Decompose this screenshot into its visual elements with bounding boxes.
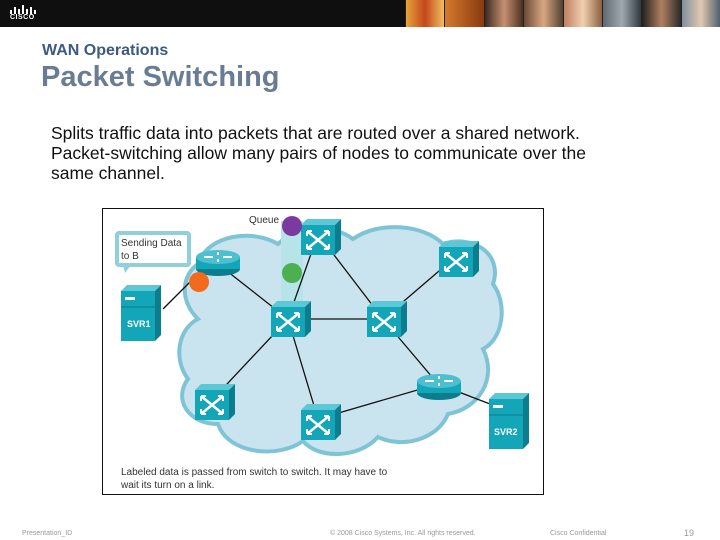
router-icon	[416, 373, 462, 401]
server-icon	[488, 392, 530, 450]
photo-tile	[562, 0, 602, 27]
footer-copyright: © 2008 Cisco Systems, Inc. All rights re…	[330, 530, 476, 537]
switch-icon	[299, 217, 343, 257]
logo-text: CISCO	[10, 14, 35, 21]
photo-tile	[444, 0, 484, 27]
switch-icon	[193, 382, 237, 422]
caption-line1: Labeled data is passed from switch to sw…	[121, 467, 388, 478]
callout-box	[115, 231, 191, 267]
switch-icon	[437, 239, 481, 279]
footer-presentation-id: Presentation_ID	[22, 530, 73, 537]
server2-label: SVR2	[494, 427, 518, 437]
switch-icon	[269, 299, 313, 339]
green-packet-icon	[282, 263, 302, 283]
photo-tile	[405, 0, 445, 27]
photo-strip	[405, 0, 720, 27]
body-line: Splits traffic data into packets that ar…	[51, 123, 580, 143]
switch-icon	[299, 402, 343, 442]
callout-line2: to B	[121, 251, 139, 262]
section-label: WAN Operations	[42, 42, 169, 59]
page-title: Packet Switching	[41, 61, 280, 93]
footer-confidential: Cisco Confidential	[550, 530, 607, 537]
purple-packet-icon	[282, 216, 302, 236]
body-line: same channel.	[51, 163, 165, 183]
photo-tile	[483, 0, 524, 27]
body-line: Packet-switching allow many pairs of nod…	[51, 143, 586, 163]
server-icon	[120, 284, 162, 342]
server1-label: SVR1	[127, 319, 151, 329]
packet-switching-diagram: Queue Sending Data to B SVR1 SVR2 Labele…	[102, 208, 544, 495]
network-diagram-svg: Queue Sending Data to B SVR1 SVR2 Labele…	[115, 215, 530, 491]
router-icon	[195, 249, 241, 277]
callout-line1: Sending Data	[121, 238, 182, 249]
queue-label: Queue	[249, 215, 279, 226]
top-banner: CISCO	[0, 0, 720, 27]
orange-packet-icon	[189, 272, 209, 292]
network-cloud	[177, 225, 504, 456]
body-paragraph: Splits traffic data into packets that ar…	[51, 123, 691, 183]
switch-icon	[365, 299, 409, 339]
photo-tile	[601, 0, 642, 27]
photo-tile	[523, 0, 563, 27]
photo-tile	[680, 0, 720, 27]
footer-page-number: 19	[684, 528, 695, 538]
photo-tile	[641, 0, 681, 27]
cisco-logo-icon	[10, 5, 36, 14]
caption-line2: wait its turn on a link.	[120, 480, 214, 491]
